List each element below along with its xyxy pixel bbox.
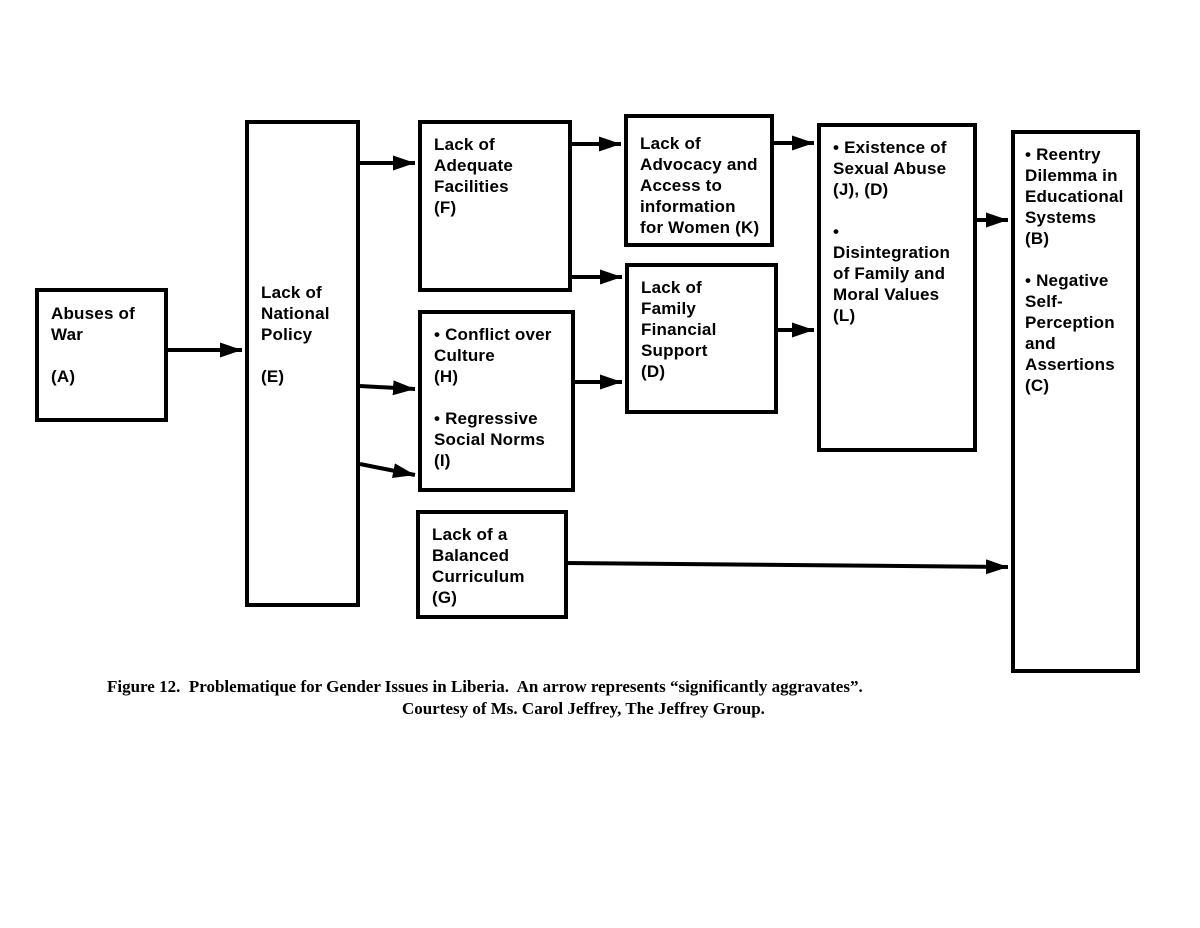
node-conflict-culture-h-regressive-norms-i-text: • Conflict over Culture (H) • Regressive… <box>434 325 552 470</box>
node-lack-of-family-financial-support-d-text: Lack of Family Financial Support (D) <box>641 278 717 381</box>
node-abuses-of-war-a-text: Abuses of War (A) <box>51 304 135 386</box>
node-sexual-abuse-j-disintegration-l: • Existence of Sexual Abuse (J), (D) • D… <box>817 123 977 452</box>
node-abuses-of-war-a: Abuses of War (A) <box>35 288 168 422</box>
node-reentry-dilemma-b-negative-self-perception-c-text: • Reentry Dilemma in Educational Systems… <box>1025 145 1124 395</box>
node-lack-of-advocacy-access-information-k: Lack of Advocacy and Access to informati… <box>624 114 774 247</box>
figure-caption-line2: Courtesy of Ms. Carol Jeffrey, The Jeffr… <box>402 699 765 718</box>
node-lack-of-family-financial-support-d: Lack of Family Financial Support (D) <box>625 263 778 414</box>
figure-caption-line1: Figure 12. Problematique for Gender Issu… <box>107 677 863 696</box>
arrow-e-to-i <box>359 462 416 479</box>
node-reentry-dilemma-b-negative-self-perception-c: • Reentry Dilemma in Educational Systems… <box>1011 130 1140 673</box>
node-lack-of-advocacy-access-information-k-text: Lack of Advocacy and Access to informati… <box>640 134 760 237</box>
arrow-g-to-bc <box>565 559 1009 575</box>
node-lack-of-adequate-facilities-f: Lack of Adequate Facilities (F) <box>418 120 572 292</box>
node-conflict-culture-h-regressive-norms-i: • Conflict over Culture (H) • Regressive… <box>418 310 575 492</box>
node-lack-of-balanced-curriculum-g: Lack of a Balanced Curriculum (G) <box>416 510 568 619</box>
node-lack-of-national-policy-e-text: Lack of National Policy (E) <box>261 283 330 386</box>
node-lack-of-adequate-facilities-f-text: Lack of Adequate Facilities (F) <box>434 135 514 217</box>
node-lack-of-balanced-curriculum-g-text: Lack of a Balanced Curriculum (G) <box>432 525 525 607</box>
arrow-e-to-h <box>359 380 416 396</box>
node-lack-of-national-policy-e: Lack of National Policy (E) <box>245 120 360 607</box>
node-sexual-abuse-j-disintegration-l-text: • Existence of Sexual Abuse (J), (D) • D… <box>833 138 951 325</box>
